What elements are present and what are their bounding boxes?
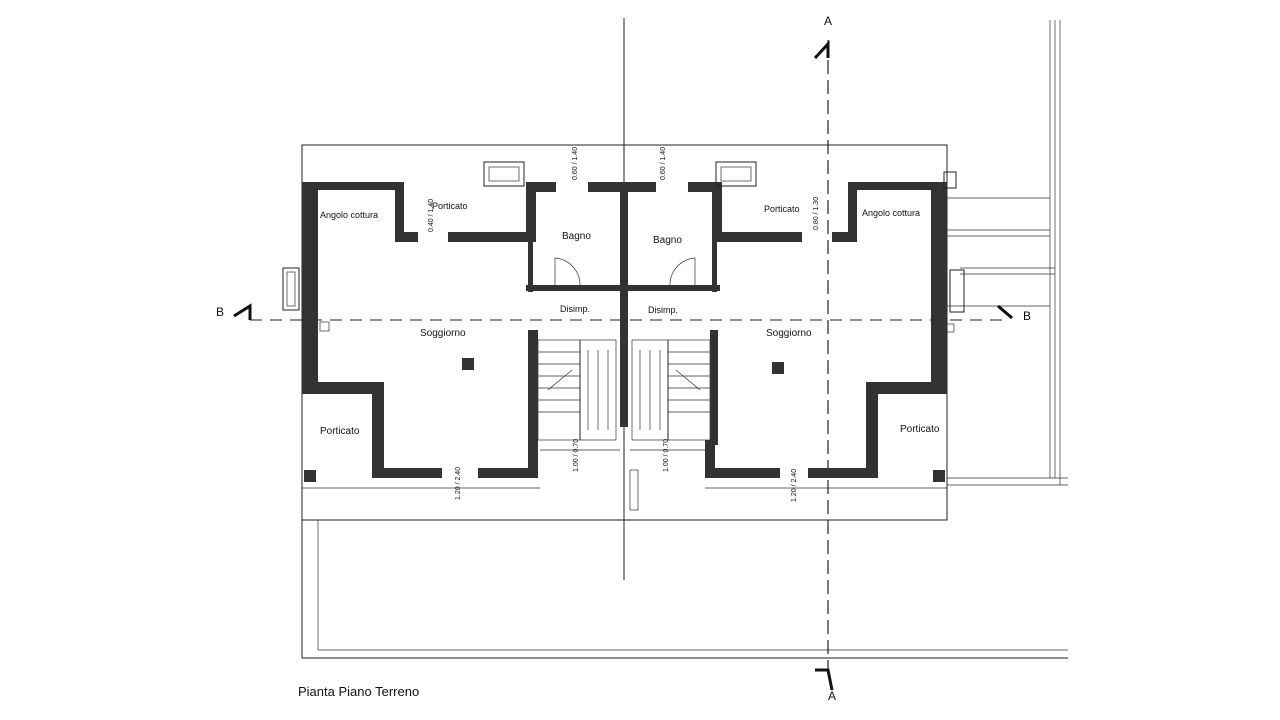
- room-label-angolo-cottura-right: Angolo cottura: [862, 208, 920, 218]
- column-left: [462, 358, 474, 370]
- room-label-porticato-right: Porticato: [900, 424, 940, 435]
- room-label-porticato-left: Porticato: [320, 426, 360, 437]
- section-label-a-bottom: A: [828, 689, 836, 703]
- window-dim-stair-right: 1.00 / 0.70: [663, 439, 670, 472]
- column-right: [772, 362, 784, 374]
- room-label-porticato-top-left: Porticato: [432, 201, 468, 211]
- right-unit-walls: [624, 182, 947, 478]
- room-label-soggiorno-left: Soggiorno: [420, 328, 466, 339]
- window-dim-stair-left: 1.00 / 0.70: [573, 439, 580, 472]
- party-wall: [620, 182, 628, 427]
- window-dim-porticato-left: 0.40 / 1.40: [428, 199, 435, 232]
- stair-left: [537, 339, 617, 441]
- window-dim-bagno-left: 0.60 / 1.40: [572, 147, 579, 180]
- room-label-disimp-left: Disimp.: [560, 304, 590, 314]
- room-label-porticato-top-right: Porticato: [764, 204, 800, 214]
- section-label-a-top: A: [824, 14, 832, 28]
- window-dim-soggiorno-left: 1.20 / 2.40: [455, 467, 462, 500]
- room-label-bagno-left: Bagno: [562, 231, 591, 242]
- room-label-soggiorno-right: Soggiorno: [766, 328, 812, 339]
- section-label-b-left: B: [216, 305, 224, 319]
- left-unit-walls: [302, 182, 624, 478]
- room-label-angolo-cottura-left: Angolo cottura: [320, 210, 378, 220]
- section-label-b-right: B: [1023, 309, 1031, 323]
- window-dim-soggiorno-right: 1.20 / 2.40: [791, 469, 798, 502]
- window-dim-bagno-right: 0.60 / 1.40: [660, 147, 667, 180]
- window-dim-porticato-right: 0.80 / 1.30: [813, 197, 820, 230]
- drawing-title: Pianta Piano Terreno: [298, 684, 420, 699]
- stair-right: [631, 339, 711, 441]
- room-label-bagno-right: Bagno: [653, 235, 682, 246]
- room-label-disimp-right: Disimp.: [648, 305, 678, 315]
